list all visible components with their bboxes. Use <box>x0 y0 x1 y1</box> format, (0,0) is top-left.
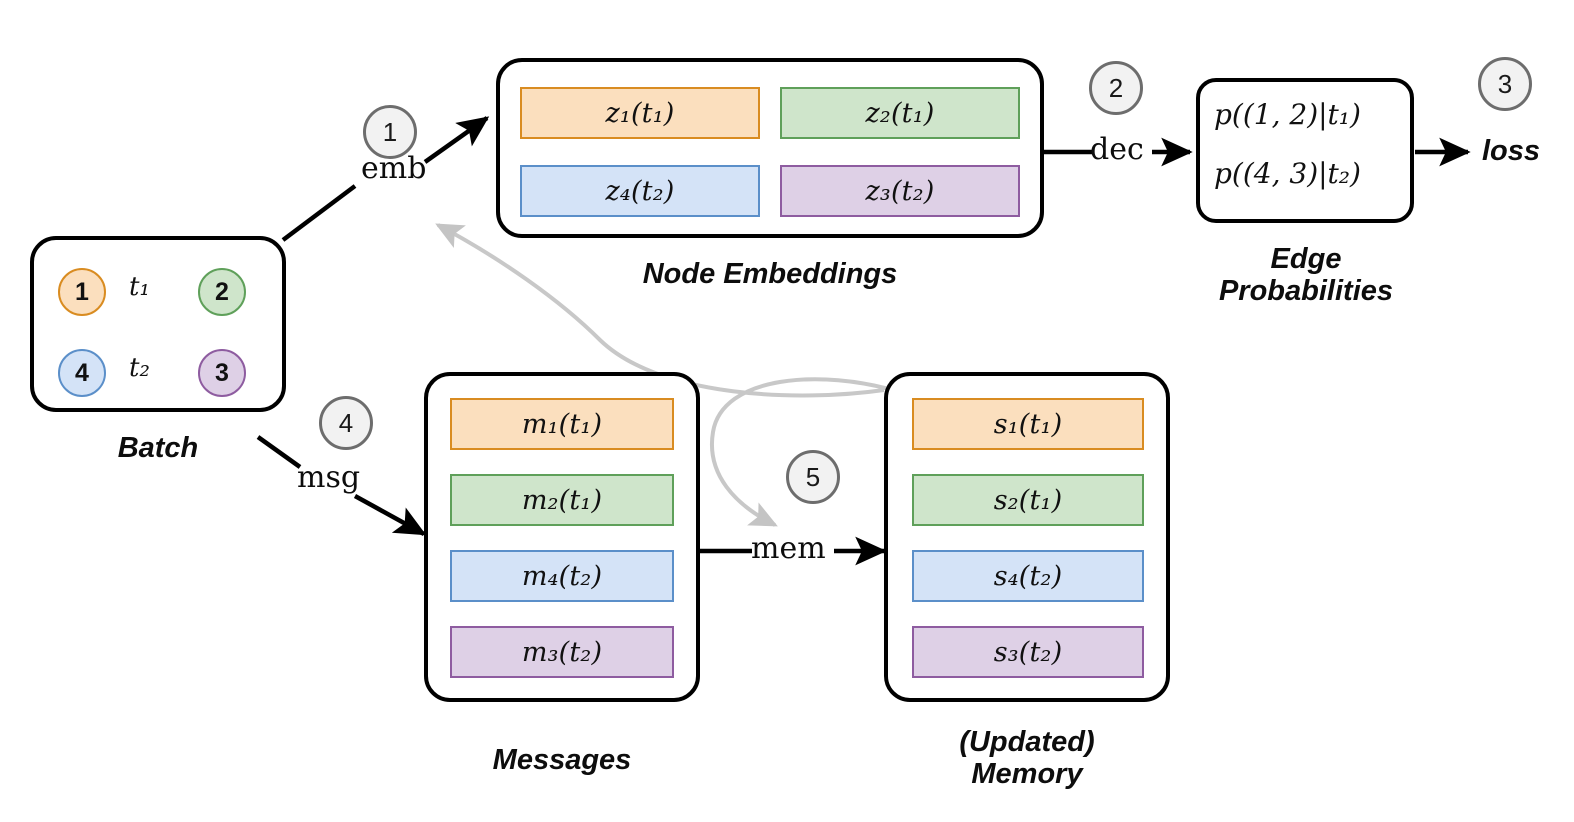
memory-slot-s1[interactable]: s₁(t₁) <box>912 398 1144 450</box>
message-slot-m2[interactable]: m₂(t₁) <box>450 474 674 526</box>
edge-probabilities-caption: Edge Probabilities <box>1218 243 1394 308</box>
memory-panel[interactable]: s₁(t₁) s₂(t₁) s₄(t₂) s₃(t₂) <box>884 372 1170 702</box>
operation-label-msg: msg <box>297 460 361 495</box>
memory-slot-s4[interactable]: s₄(t₂) <box>912 550 1144 602</box>
embedding-slot-z3[interactable]: z₃(t₂) <box>780 165 1020 217</box>
embedding-slot-z2[interactable]: z₂(t₁) <box>780 87 1020 139</box>
step-badge-1[interactable]: 1 <box>363 105 417 159</box>
batch-caption: Batch <box>117 432 199 464</box>
batch-node-target-2[interactable]: 2 <box>198 268 246 316</box>
message-slot-m4[interactable]: m₄(t₂) <box>450 550 674 602</box>
batch-node-source-4[interactable]: 4 <box>58 349 106 397</box>
edge-probabilities-panel[interactable]: p((1, 2)|t₁) p((4, 3)|t₂) <box>1196 78 1414 223</box>
operation-label-mem: mem <box>751 531 826 566</box>
messages-caption: Messages <box>492 744 632 776</box>
step-badge-5[interactable]: 5 <box>786 450 840 504</box>
memory-slot-s3[interactable]: s₃(t₂) <box>912 626 1144 678</box>
operation-label-dec: dec <box>1090 132 1144 167</box>
batch-node-source-1[interactable]: 1 <box>58 268 106 316</box>
memory-slot-s2[interactable]: s₂(t₁) <box>912 474 1144 526</box>
batch-panel[interactable]: 1 2 4 3 <box>30 236 286 412</box>
edge-probability-line-1: p((1, 2)|t₁) <box>1214 98 1361 131</box>
embedding-slot-z4[interactable]: z₄(t₂) <box>520 165 760 217</box>
loss-label: loss <box>1482 135 1541 167</box>
message-slot-m1[interactable]: m₁(t₁) <box>450 398 674 450</box>
memory-caption: (Updated) Memory <box>959 726 1095 791</box>
batch-node-target-3[interactable]: 3 <box>198 349 246 397</box>
step-badge-2[interactable]: 2 <box>1089 61 1143 115</box>
node-embeddings-panel[interactable]: z₁(t₁) z₂(t₁) z₄(t₂) z₃(t₂) <box>496 58 1044 238</box>
edge-probability-line-2: p((4, 3)|t₂) <box>1214 157 1361 190</box>
step-badge-3[interactable]: 3 <box>1478 57 1532 111</box>
embedding-slot-z1[interactable]: z₁(t₁) <box>520 87 760 139</box>
message-slot-m3[interactable]: m₃(t₂) <box>450 626 674 678</box>
messages-panel[interactable]: m₁(t₁) m₂(t₁) m₄(t₂) m₃(t₂) <box>424 372 700 702</box>
step-badge-4[interactable]: 4 <box>319 396 373 450</box>
node-embeddings-caption: Node Embeddings <box>642 258 898 290</box>
arrow-memory-to-embedding-feedback <box>435 223 885 398</box>
batch-edge-time-label-1: t₁ <box>129 272 150 302</box>
batch-edge-time-label-2: t₂ <box>129 353 150 383</box>
